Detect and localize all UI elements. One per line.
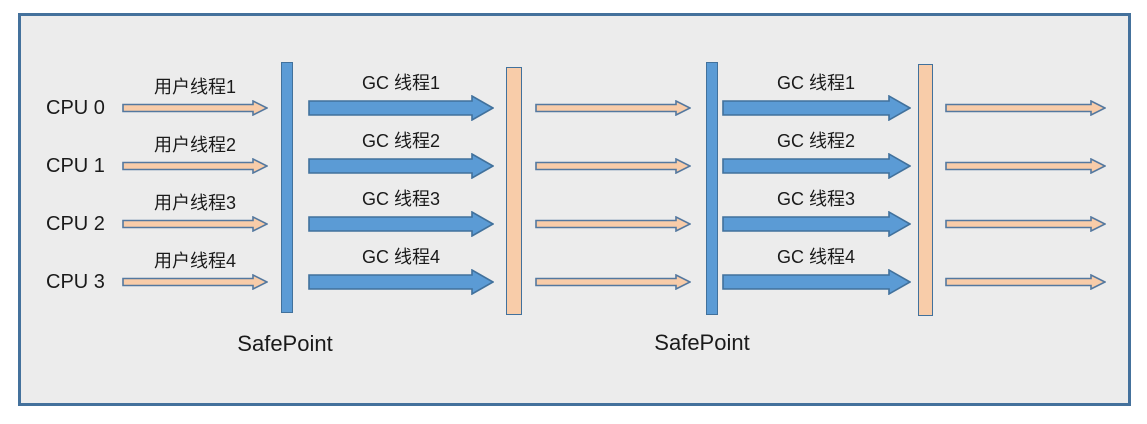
gc-thread-label-right-2: GC 线程3 bbox=[776, 189, 855, 209]
user-thread-arrow-mid-2 bbox=[535, 216, 691, 232]
gc-thread-arrow-left-3 bbox=[308, 269, 494, 295]
gc-thread-arrow-left-0 bbox=[308, 95, 494, 121]
user-thread-arrow-mid-1 bbox=[535, 158, 691, 174]
cpu-label-0: CPU 0 bbox=[46, 97, 105, 119]
user-thread-arrow-2 bbox=[122, 216, 268, 232]
user-thread-label-3: 用户线程4 bbox=[153, 251, 236, 271]
safepoint-barrier-1 bbox=[281, 62, 293, 313]
cpu-label-1: CPU 1 bbox=[46, 155, 105, 177]
user-thread-arrow-end-0 bbox=[945, 100, 1106, 116]
gc-thread-label-right-0: GC 线程1 bbox=[776, 73, 855, 93]
user-thread-arrow-mid-3 bbox=[535, 274, 691, 290]
safepoint-caption-1: SafePoint bbox=[237, 331, 333, 356]
cpu-label-2: CPU 2 bbox=[46, 213, 105, 235]
gc-complete-barrier-1 bbox=[506, 67, 522, 315]
gc-thread-label-left-0: GC 线程1 bbox=[361, 73, 440, 93]
gc-thread-label-left-1: GC 线程2 bbox=[361, 131, 440, 151]
user-thread-arrow-3 bbox=[122, 274, 268, 290]
gc-thread-arrow-right-1 bbox=[722, 153, 911, 179]
safepoint-caption-2: SafePoint bbox=[654, 330, 750, 355]
gc-thread-arrow-right-0 bbox=[722, 95, 911, 121]
user-thread-arrow-end-2 bbox=[945, 216, 1106, 232]
user-thread-arrow-end-1 bbox=[945, 158, 1106, 174]
diagram-frame bbox=[18, 13, 1131, 406]
user-thread-arrow-mid-0 bbox=[535, 100, 691, 116]
safepoint-barrier-2 bbox=[706, 62, 718, 315]
gc-thread-label-right-3: GC 线程4 bbox=[776, 247, 855, 267]
user-thread-label-2: 用户线程3 bbox=[153, 193, 236, 213]
gc-thread-label-left-2: GC 线程3 bbox=[361, 189, 440, 209]
gc-thread-arrow-left-1 bbox=[308, 153, 494, 179]
cpu-label-3: CPU 3 bbox=[46, 271, 105, 293]
user-thread-label-0: 用户线程1 bbox=[153, 77, 236, 97]
gc-thread-arrow-right-2 bbox=[722, 211, 911, 237]
gc-complete-barrier-2 bbox=[918, 64, 933, 316]
gc-thread-label-right-1: GC 线程2 bbox=[776, 131, 855, 151]
user-thread-arrow-end-3 bbox=[945, 274, 1106, 290]
gc-thread-arrow-right-3 bbox=[722, 269, 911, 295]
gc-thread-arrow-left-2 bbox=[308, 211, 494, 237]
user-thread-label-1: 用户线程2 bbox=[153, 135, 236, 155]
user-thread-arrow-1 bbox=[122, 158, 268, 174]
user-thread-arrow-0 bbox=[122, 100, 268, 116]
gc-thread-label-left-3: GC 线程4 bbox=[361, 247, 440, 267]
